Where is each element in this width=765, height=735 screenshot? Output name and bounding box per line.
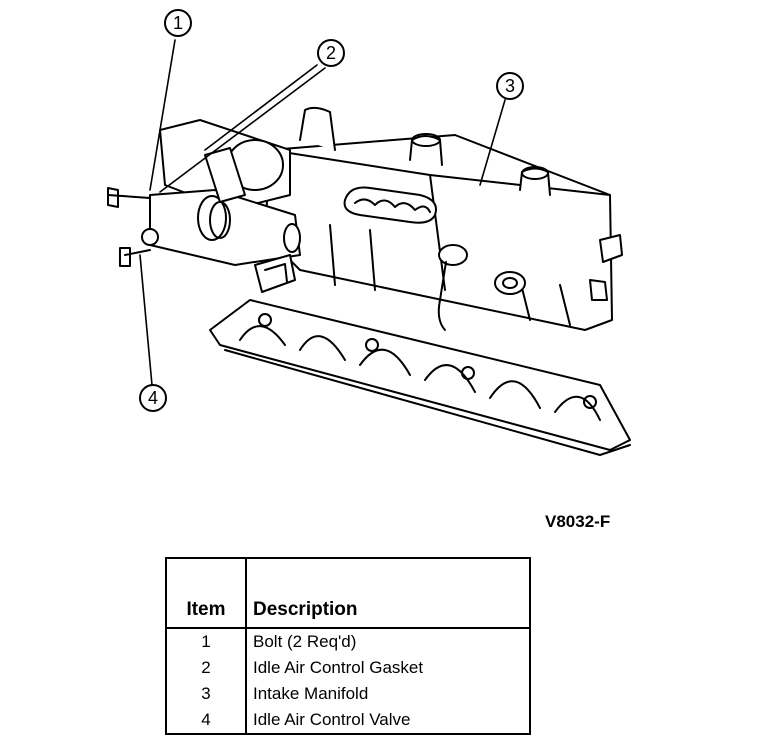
callout-3: 3 (496, 72, 524, 100)
manifold-emblem (343, 186, 437, 224)
intake-manifold-illustration: 1 2 3 4 (107, 9, 631, 456)
description-column-header: Description (246, 558, 530, 629)
plenum-ribs (329, 224, 571, 326)
item-description: Idle Air Control Gasket (253, 658, 424, 677)
callout-2-label: 2 (326, 43, 336, 63)
manifold-runners (239, 325, 601, 421)
callout-3-label: 3 (505, 76, 515, 96)
item-number: 4 (166, 707, 247, 734)
parts-legend-table: Item Description 1 Bolt (2 Req'd) 2 Idle… (165, 557, 531, 735)
legend-row: 4 Idle Air Control Valve (166, 707, 530, 734)
flange-bolts (258, 313, 597, 409)
item-number: 1 (166, 628, 247, 655)
legend-row: 3 Intake Manifold (166, 681, 530, 707)
callout-1: 1 (164, 9, 192, 37)
item-description: Bolt (2 Req'd) (253, 632, 357, 651)
callout-4: 4 (139, 384, 167, 412)
item-description: Idle Air Control Valve (253, 710, 411, 729)
item-number: 3 (166, 681, 247, 707)
legend-row: 1 Bolt (2 Req'd) (166, 628, 530, 655)
callout-leaders (139, 39, 506, 386)
manifold-flange (224, 349, 631, 456)
callout-1-label: 1 (173, 13, 183, 33)
iac-bolts (107, 187, 159, 267)
vacuum-ports (437, 244, 526, 331)
callout-2: 2 (317, 39, 345, 67)
figure-reference-code: V8032-F (545, 512, 611, 531)
legend-row: 2 Idle Air Control Gasket (166, 655, 530, 681)
plenum-bosses (299, 106, 551, 196)
legend-header-row: Item Description (166, 558, 530, 629)
item-column-header: Item (166, 558, 247, 629)
item-number: 2 (166, 655, 247, 681)
callout-4-label: 4 (148, 388, 158, 408)
iac-gasket (204, 147, 246, 203)
side-fitting (589, 234, 623, 301)
item-description: Intake Manifold (253, 684, 369, 703)
